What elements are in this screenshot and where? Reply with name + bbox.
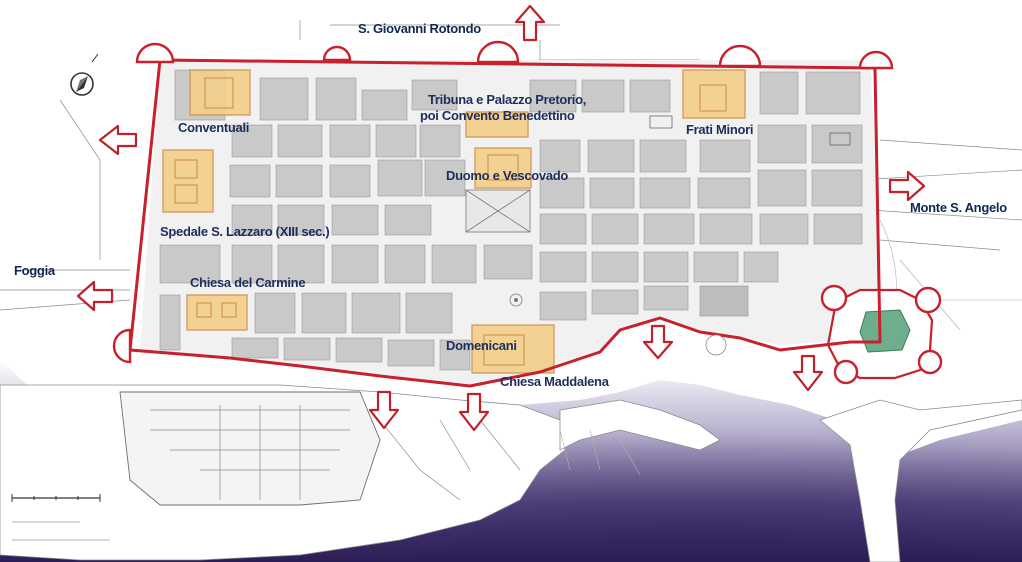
label-chiesa-maddalena: Chiesa Maddalena [500, 374, 610, 389]
port-grid [150, 405, 350, 500]
wall-tower-sw [112, 328, 132, 364]
wall-tower-ne [858, 50, 894, 70]
arrow-icon-west-foggia [76, 280, 114, 312]
arrow-icon-south-2 [792, 354, 824, 392]
label-s-giovanni-rotondo: S. Giovanni Rotondo [358, 21, 481, 36]
label-tribuna-line2: poi Convento Benedettino [420, 108, 575, 123]
castle-tower-nw [820, 284, 848, 312]
piazza-fountain [509, 293, 523, 307]
scale-bar [11, 494, 110, 541]
outer-roads [0, 99, 1022, 311]
label-monte-s-angelo: Monte S. Angelo [910, 200, 1007, 215]
label-frati-minori: Frati Minori [686, 122, 753, 137]
monument-frati-minori-area [682, 69, 746, 119]
arrow-icon-west-upper [98, 124, 138, 156]
arrow-icon-east [888, 170, 926, 202]
arrow-icon-south-4 [458, 392, 490, 432]
port-quay [119, 391, 381, 506]
detail-grid-2 [829, 132, 851, 146]
monument-carmine-area [186, 294, 248, 331]
piazza-fountain-center [514, 298, 518, 302]
castle-tower-se [917, 349, 943, 375]
castle-courtyard [859, 309, 911, 353]
bastion-south [705, 334, 727, 356]
arrow-icon-south-1 [642, 324, 674, 360]
label-foggia: Foggia [14, 263, 56, 278]
monument-areas [162, 69, 746, 374]
detail-grid [649, 115, 673, 129]
label-conventuali: Conventuali [178, 120, 249, 135]
label-duomo: Duomo e Vescovado [446, 168, 568, 183]
label-domenicani: Domenicani [446, 338, 517, 353]
piazza-cross [465, 189, 531, 233]
label-spedale: Spedale S. Lazzaro (XIII sec.) [160, 224, 329, 239]
monument-tribuna-area [465, 111, 529, 138]
label-tribuna-line1: Tribuna e Palazzo Pretorio, [428, 92, 586, 107]
city-blocks [159, 69, 863, 371]
pier-lines [559, 429, 641, 476]
wall-tower-n1 [322, 45, 352, 62]
east-jetty [819, 399, 1022, 562]
mid-pier [559, 399, 721, 451]
wall-tower-n2 [476, 40, 520, 64]
wall-tower-n3 [718, 44, 762, 68]
arrow-icon-south-3 [368, 390, 400, 430]
castle-tower-ne [914, 286, 942, 314]
label-chiesa-carmine: Chiesa del Carmine [190, 275, 305, 290]
port-lines [379, 419, 521, 501]
wall-tower-nw [135, 42, 175, 64]
arrow-icon-north [514, 4, 546, 42]
castle-tower-sw [833, 359, 859, 385]
compass-rose-icon [70, 53, 99, 96]
city-wall [128, 58, 882, 388]
